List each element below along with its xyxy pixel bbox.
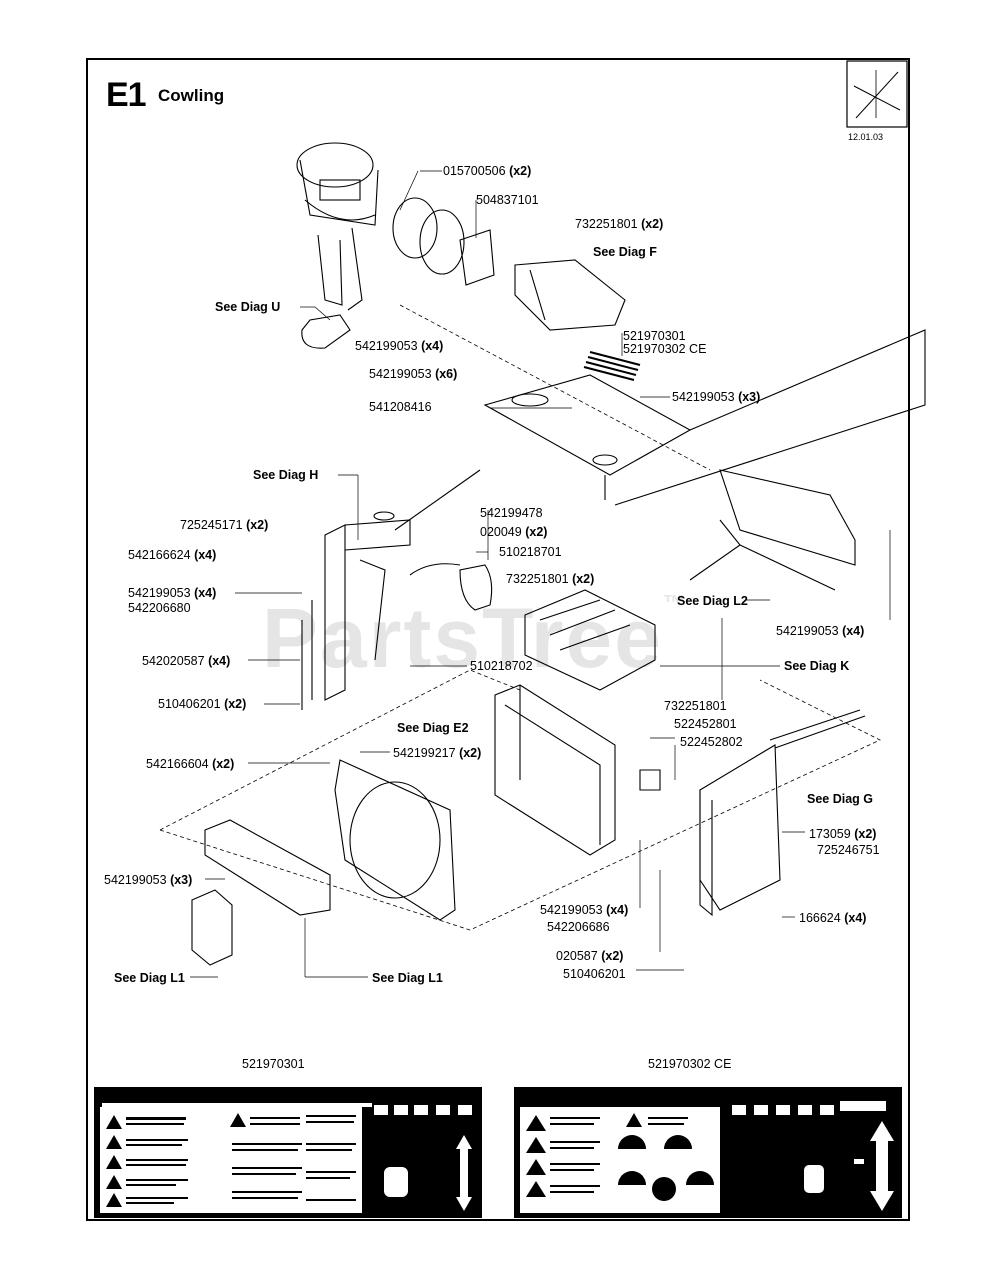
left-frame-drawing: [301, 469, 481, 710]
part-label: 504837101: [476, 193, 539, 207]
diagram-reference-label: See Diag E2: [397, 721, 469, 735]
decal-right-artwork: [520, 1101, 894, 1213]
part-label: 542199217 (x2): [393, 746, 482, 760]
part-label: 510218701: [499, 545, 562, 559]
decal-left-artwork: [100, 1103, 472, 1213]
fan-shroud-drawing: [334, 759, 456, 921]
part-label: 732251801 (x2): [575, 217, 664, 231]
part-label: 020049 (x2): [480, 525, 548, 539]
diagram-reference-label: See Diag L1: [372, 971, 443, 985]
diagram-code: E1: [106, 76, 147, 114]
part-label: 510218702: [470, 659, 533, 673]
part-label: 732251801: [664, 699, 727, 713]
part-label: 542206680: [128, 601, 191, 615]
part-label: 521970302 CE: [623, 342, 707, 356]
diagram-reference-label: See Diag H: [253, 468, 319, 482]
part-label: 522452802: [680, 735, 743, 749]
part-label: 510406201: [563, 967, 626, 981]
part-label: 020587 (x2): [556, 949, 624, 963]
part-label: 542020587 (x4): [142, 654, 231, 668]
diagram-reference-label: See Diag F: [593, 245, 657, 259]
part-label: 542199053 (x4): [776, 624, 865, 638]
part-label: 542206686: [547, 920, 610, 934]
revision-date: 12.01.03: [848, 132, 884, 142]
decal-left-caption: 521970301: [242, 1057, 305, 1071]
decal-521970301: [94, 1087, 482, 1218]
part-label: 542166624 (x4): [128, 548, 217, 562]
diagram-title: Cowling: [158, 86, 225, 105]
part-label: 732251801 (x2): [506, 572, 595, 586]
diagram-reference-label: See Diag G: [807, 792, 873, 806]
gasket-drawing: [392, 197, 438, 259]
part-label: 015700506 (x2): [443, 164, 532, 178]
part-label: 542199053 (x3): [104, 873, 193, 887]
part-label: 542199478: [480, 506, 543, 520]
right-side-panel-drawing: [699, 744, 781, 917]
radiator-drawing: [494, 684, 616, 856]
part-label: 725245171 (x2): [180, 518, 269, 532]
part-label: 522452801: [674, 717, 737, 731]
part-label: 542199053 (x4): [128, 586, 217, 600]
orientation-icon: [846, 60, 908, 128]
diagram-reference-label: See Diag K: [784, 659, 850, 673]
diagram-frame: [86, 58, 910, 1221]
air-cleaner-drawing: [296, 142, 379, 349]
part-label: 542199053 (x4): [355, 339, 444, 353]
diagram-reference-label: See Diag U: [215, 300, 281, 314]
part-label: 521970301: [623, 329, 686, 343]
part-label: 510406201 (x2): [158, 697, 247, 711]
part-label: 542199053 (x3): [672, 390, 761, 404]
part-label: 542199053 (x6): [369, 367, 458, 381]
part-label: 725246751: [817, 843, 880, 857]
diagram-reference-label: See Diag L1: [114, 971, 185, 985]
part-label: 173059 (x2): [809, 827, 877, 841]
diagram-reference-label: See Diag L2: [677, 594, 748, 608]
part-label: 542199053 (x4): [540, 903, 629, 917]
part-label: 542166604 (x2): [146, 757, 235, 771]
part-label: 166624 (x4): [799, 911, 867, 925]
part-label: 541208416: [369, 400, 432, 414]
decal-right-caption: 521970302 CE: [648, 1057, 732, 1071]
decal-521970302-ce: [514, 1087, 902, 1218]
